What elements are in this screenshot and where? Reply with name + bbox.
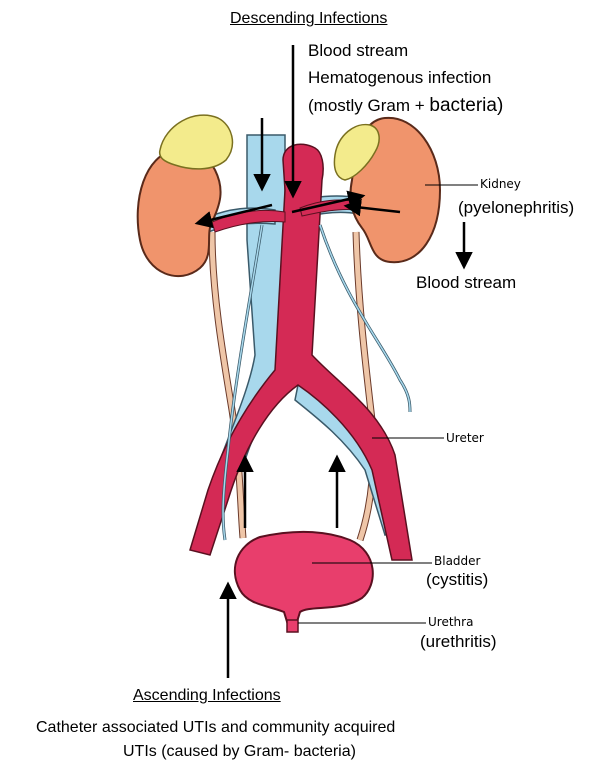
urethritis-label: (urethritis)	[420, 632, 497, 652]
ascending-line-2: UTIs (caused by Gram- bacteria)	[123, 742, 356, 762]
urethra-label: Urethra	[428, 615, 473, 629]
left-adrenal	[160, 115, 233, 169]
kidney-label: Kidney	[480, 177, 521, 191]
ascending-title: Ascending Infections	[133, 686, 281, 706]
bladder	[235, 532, 373, 625]
cystitis-label: (cystitis)	[426, 570, 488, 590]
bladder-label: Bladder	[434, 554, 480, 568]
ureter-label: Ureter	[446, 431, 484, 445]
descending-line-2: Hematogenous infection	[308, 68, 491, 88]
descending-title: Descending Infections	[230, 9, 387, 29]
descending-line-3-big: bacteria)	[429, 95, 503, 116]
blood-stream-label: Blood stream	[416, 273, 516, 293]
ascending-line-1: Catheter associated UTIs and community a…	[36, 718, 395, 738]
urethra	[287, 620, 298, 632]
descending-line-3-prefix: (mostly Gram +	[308, 96, 429, 115]
pyelonephritis-label: (pyelonephritis)	[458, 198, 574, 218]
descending-line-3: (mostly Gram + bacteria)	[308, 96, 503, 116]
descending-line-1: Blood stream	[308, 41, 408, 61]
